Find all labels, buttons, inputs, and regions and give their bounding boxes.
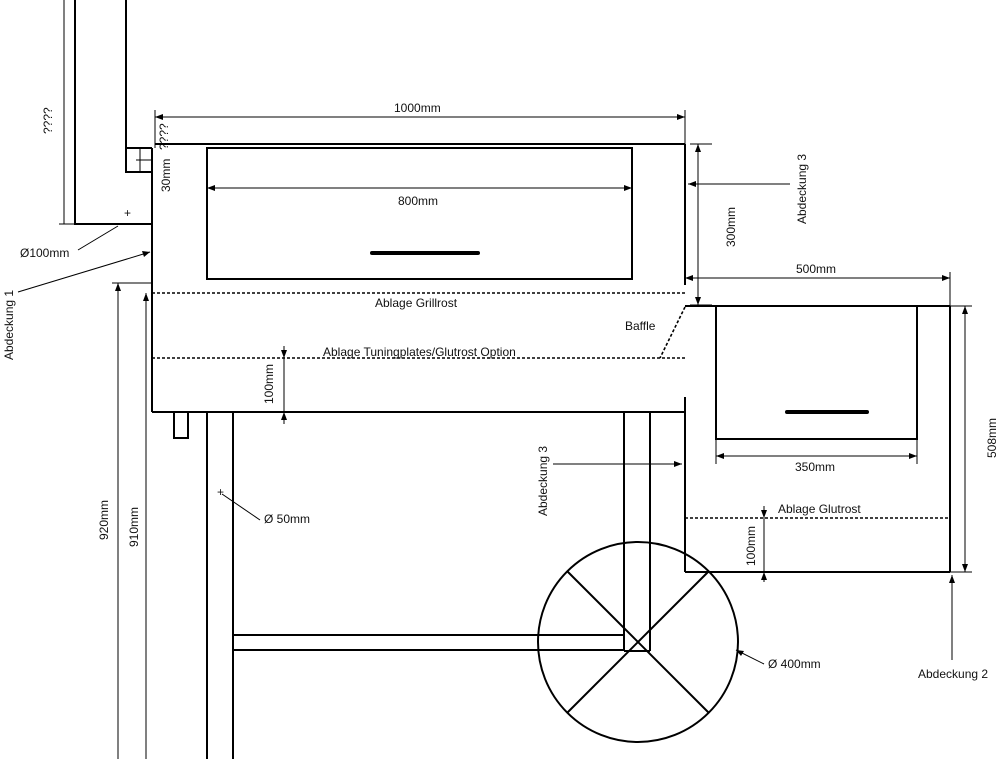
width-total-label: 1000mm [394,101,441,115]
chimney-center-mark: + [124,206,131,220]
height-920-label: 920mm [97,500,111,540]
lid [206,147,633,280]
baffle-line [659,306,686,359]
firebox-width-label: 500mm [796,262,836,276]
grill-grate-shelf-label: Ablage Grillrost [375,296,458,310]
wheel [537,541,739,743]
width-lid-label: 800mm [398,194,438,208]
chimney-diameter-label: Ø100mm [20,246,69,260]
firebox-lid-label: 350mm [795,460,835,474]
tuning-plates-label: Ablage Tuningplates/Glutrost Option [323,345,516,359]
depth-left-label: 100mm [262,364,276,404]
firebox-lid [715,306,918,440]
chimney-height-label: ???? [41,107,55,134]
cover-3-bottom-label: Abdeckung 3 [536,446,550,516]
height-top-label: 300mm [724,207,738,247]
ember-grate-shelf-label: Ablage Glutrost [778,502,861,516]
chimney-offset-label: 30mm [159,159,173,192]
firebox-height-label: 508mm [985,418,999,458]
height-910-label: 910mm [127,507,141,547]
cover-1-label: Abdeckung 1 [2,290,16,360]
baffle-label: Baffle [625,319,656,333]
svg-text:+: + [217,485,224,499]
cover-3-top-label: Abdeckung 3 [795,154,809,224]
firebox [684,305,951,573]
wheel-diameter-label: Ø 400mm [768,657,821,671]
chimney-gap-label: ???? [157,123,171,150]
chimney: + [74,0,153,225]
leg-diameter-label: Ø 50mm [264,512,310,526]
depth-right-label: 100mm [744,526,758,566]
cover-2-label: Abdeckung 2 [918,667,988,681]
